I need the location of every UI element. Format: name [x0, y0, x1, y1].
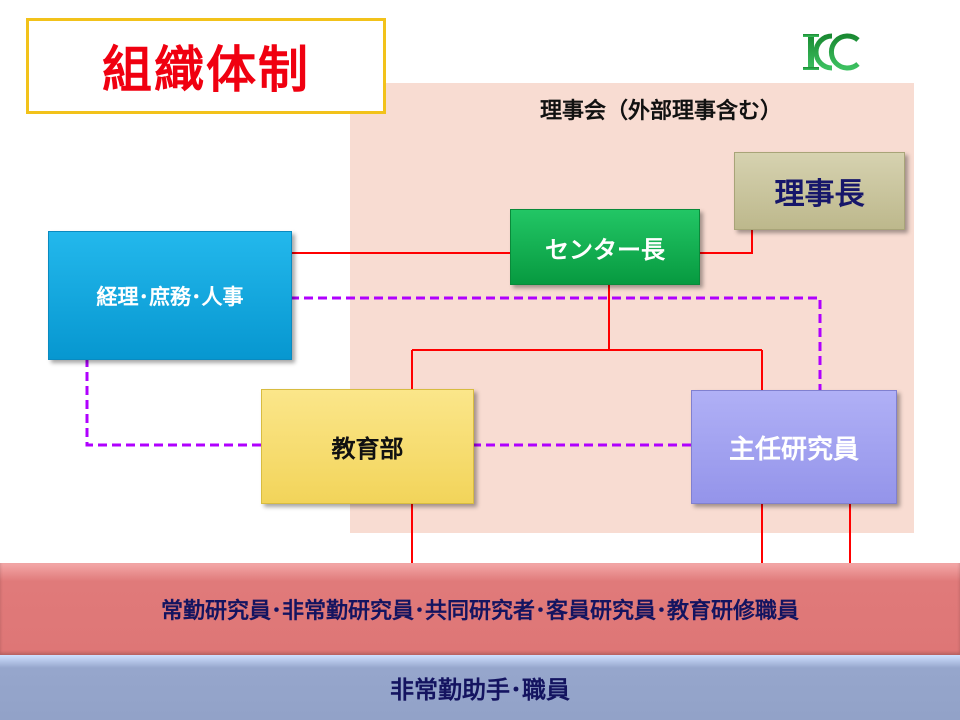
admin-box: 経理･庶務･人事 [48, 231, 292, 360]
admin-label: 経理･庶務･人事 [96, 284, 244, 309]
logo [800, 30, 864, 78]
staff-bar: 常勤研究員･非常勤研究員･共同研究者･客員研究員･教育研修職員 [0, 563, 960, 655]
education-box: 教育部 [261, 389, 474, 504]
staff-label: 常勤研究員･非常勤研究員･共同研究者･客員研究員･教育研修職員 [160, 599, 799, 624]
director-box: センター長 [510, 209, 700, 285]
assistants-label: 非常勤助手･職員 [390, 676, 570, 704]
dashed-admin-education [85, 358, 261, 447]
education-label: 教育部 [331, 435, 404, 463]
title-box: 組織体制 [26, 18, 386, 114]
line-director-chairman [698, 228, 753, 254]
logo-icon [803, 33, 860, 71]
researcher-box: 主任研究員 [691, 390, 897, 504]
chairman-label: 理事長 [774, 177, 865, 212]
dashed-admin-researcher [290, 296, 822, 390]
director-label: センター長 [545, 235, 665, 264]
assistants-bar: 非常勤助手･職員 [0, 655, 960, 720]
board-label: 理事会（外部理事含む） [540, 99, 783, 124]
page-title: 組織体制 [102, 41, 310, 99]
chairman-box: 理事長 [734, 152, 905, 230]
researcher-label: 主任研究員 [728, 434, 859, 465]
